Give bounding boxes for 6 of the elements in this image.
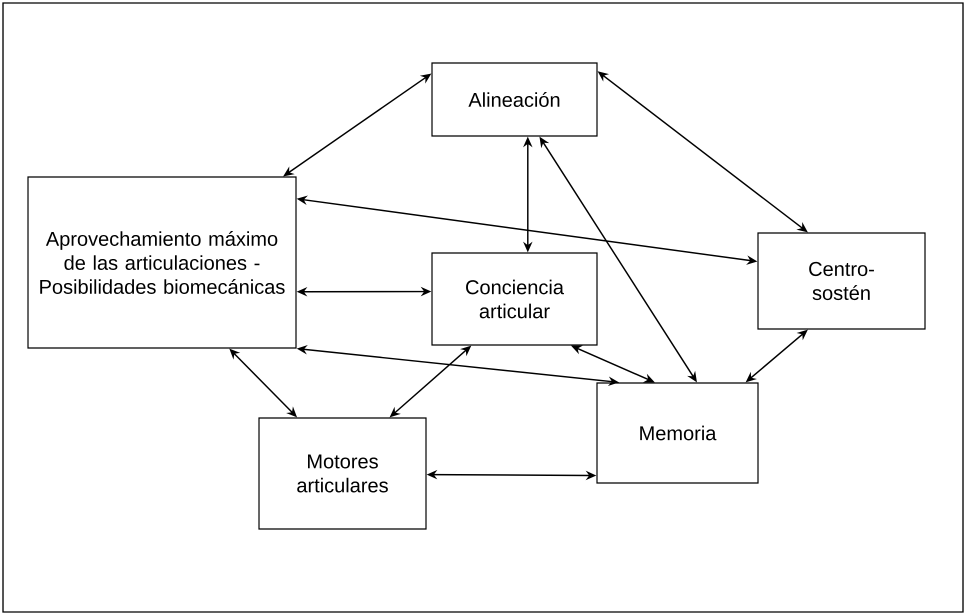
concept-box: Motores articulares — [258, 417, 427, 530]
concept-box: Conciencia articular — [431, 252, 598, 346]
concept-box: Alineación — [431, 62, 598, 137]
concept-box: Memoria — [596, 382, 759, 484]
concept-box: Centro-sostén — [757, 232, 926, 330]
concept-box: Aprovechamiento máximo de las articulaciones - Posibilidades biomecánicas — [27, 176, 297, 349]
